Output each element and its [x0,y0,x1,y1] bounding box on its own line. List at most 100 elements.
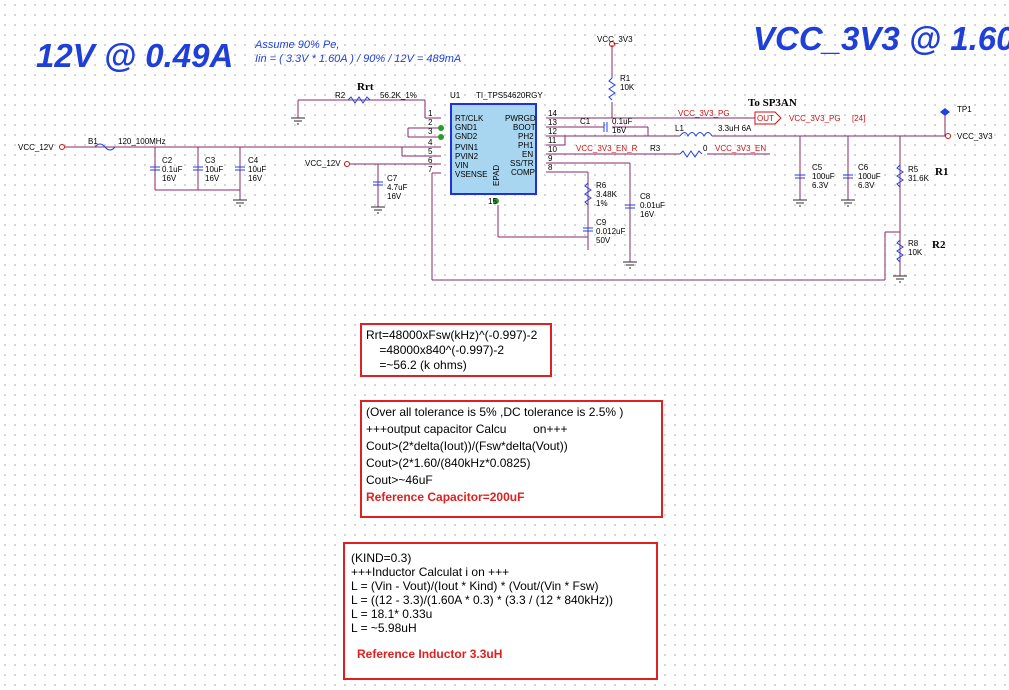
c7-ref: C7 [387,174,398,183]
pin-name: PWRGD [505,114,536,123]
r8-ref: R8 [908,239,919,248]
pin-name: VSENSE [455,170,487,179]
rrt-calc-line: Rrt=48000xFsw(kHz)^(-0.997)-2 [366,328,538,342]
r6-ref: R6 [596,181,607,190]
pin-number: 7 [428,165,433,174]
c4-value: 10uF [248,165,266,174]
c3-ref: C3 [205,156,216,165]
c8-value: 0.01uF [640,201,665,210]
pin15-label: 15 [488,197,497,206]
c6-voltage: 6.3V [858,181,875,190]
c9-voltage: 50V [596,236,611,245]
l1-value: 3.3uH 6A [718,124,752,133]
c4-voltage: 16V [248,174,263,183]
rrt-calculation-box: Rrt=48000xFsw(kHz)^(-0.997)-2 =48000x840… [360,323,552,377]
r1-value: 10K [620,83,635,92]
output-power-title: VCC_3V3 @ 1.60 [753,20,1009,57]
c7-voltage: 16V [387,192,402,201]
c9-ref: C9 [596,218,607,227]
vcc12-vin-label: VCC_12V [305,159,341,168]
pin-name: COMP [511,168,535,177]
c2-value: 0.1uF [162,165,183,174]
c1-voltage: 16V [612,126,627,135]
pin-number: 4 [428,138,433,147]
r8-tag: R2 [932,239,946,251]
r5-value: 31.6K [908,174,930,183]
c8-ref: C8 [640,192,651,201]
r3-value: 0 [703,144,708,153]
r3-ref: R3 [650,144,661,153]
c8-voltage: 16V [640,210,655,219]
c1-ref: C1 [580,117,591,126]
c3-voltage: 16V [205,174,220,183]
input-power-title: 12V @ 0.49A [36,37,234,74]
c5-value: 100uF [812,172,835,181]
c2-voltage: 16V [162,174,177,183]
c2-ref: C2 [162,156,173,165]
inductor-calc-line: L = 18.1* 0.33u [351,607,433,621]
r2-value: 56.2K_1% [380,91,417,100]
reference-capacitor-label: Reference Capacitor=200uF [366,490,525,504]
vcc3v3-out-label: VCC_3V3 [957,132,993,141]
resistor-symbols [347,77,904,263]
epad-label: EPAD [492,165,501,186]
c9-value: 0.012uF [596,227,625,236]
pg-output-flag [754,111,782,125]
pin-number: 9 [548,154,553,163]
pin-name: GND2 [455,132,478,141]
rrt-tag: Rrt [357,81,374,93]
cap-calc-line: Cout>(2*delta(Iout))/(Fsw*delta(Vout)) [366,439,568,453]
pin-name: EN [522,150,533,159]
tp1-marker [940,108,950,116]
pin-number: 14 [548,109,557,118]
pin-number: 2 [428,118,433,127]
output-capacitor-box: (Over all tolerance is 5% ,DC tolerance … [360,400,663,518]
c4-ref: C4 [248,156,259,165]
c6-value: 100uF [858,172,881,181]
r6-value: 3.48K [596,190,618,199]
power-ports [59,41,951,167]
pg-net-label-2: VCC_3V3_PG [789,114,841,123]
inductor-calculation-box: (KIND=0.3) +++Inductor Calculat i on +++… [343,542,658,680]
tp1-label: TP1 [957,105,972,114]
pin-number: 10 [548,145,557,154]
r6-tolerance: 1% [596,199,608,208]
c5-ref: C5 [812,163,823,172]
pin-name: GND1 [455,123,478,132]
r2-ref: R2 [335,91,346,100]
pin-number: 5 [428,147,433,156]
vcc12-input-label: VCC_12V [18,143,54,152]
inductor-calc-line: (KIND=0.3) [351,551,412,565]
inductor-calc-line: L = ~5.98uH [351,621,417,635]
note-line-1: Assume 90% Pe, [255,39,340,51]
wires [65,45,946,281]
c7-value: 4.7uF [387,183,408,192]
inductor-calc-line: L = (Vin - Vout)/(Iout * Kind) * (Vout/(… [351,579,599,593]
gnd-pin-markers [438,125,499,204]
pin-name: BOOT [513,123,536,132]
en-net-label: VCC_3V3_EN_R [576,144,638,153]
cap-calc-line: +++output capacitor Calcu on+++ [366,422,568,436]
b1-value: 120_100MHz [118,137,166,146]
pin-number: 8 [548,163,553,172]
capacitor-symbols [150,122,853,232]
u1-part: TI_TPS54620RGY [476,91,543,100]
r5-ref: R5 [908,165,919,174]
inductor-calc-line: +++Inductor Calculat i on +++ [351,565,510,579]
out-flag-label: OUT [757,114,774,123]
pin-number: 11 [548,136,557,145]
pin-name: PH2 [518,132,534,141]
pin-number: 3 [428,127,433,136]
pin-name: PVIN2 [455,152,479,161]
ic-left-pins: 1 RT/CLK 2 GND1 3 GND2 4 PVIN1 5 PVIN2 6… [428,109,487,179]
ferrite-bead-icon [94,143,116,151]
ground-symbols [233,117,907,283]
b1-ref: B1 [88,137,98,146]
current-assumption-note: Assume 90% Pe, Iin = ( 3.3V * 1.60A ) / … [255,38,461,66]
reference-inductor-label: Reference Inductor 3.3uH [357,647,503,661]
pin-number: 12 [548,127,557,136]
pin-name: SS/TR [510,159,534,168]
r1-ref: R1 [620,74,631,83]
ic-right-pins: 14 PWRGD 13 BOOT 12 PH2 11 PH1 10 EN 9 S… [505,109,557,177]
